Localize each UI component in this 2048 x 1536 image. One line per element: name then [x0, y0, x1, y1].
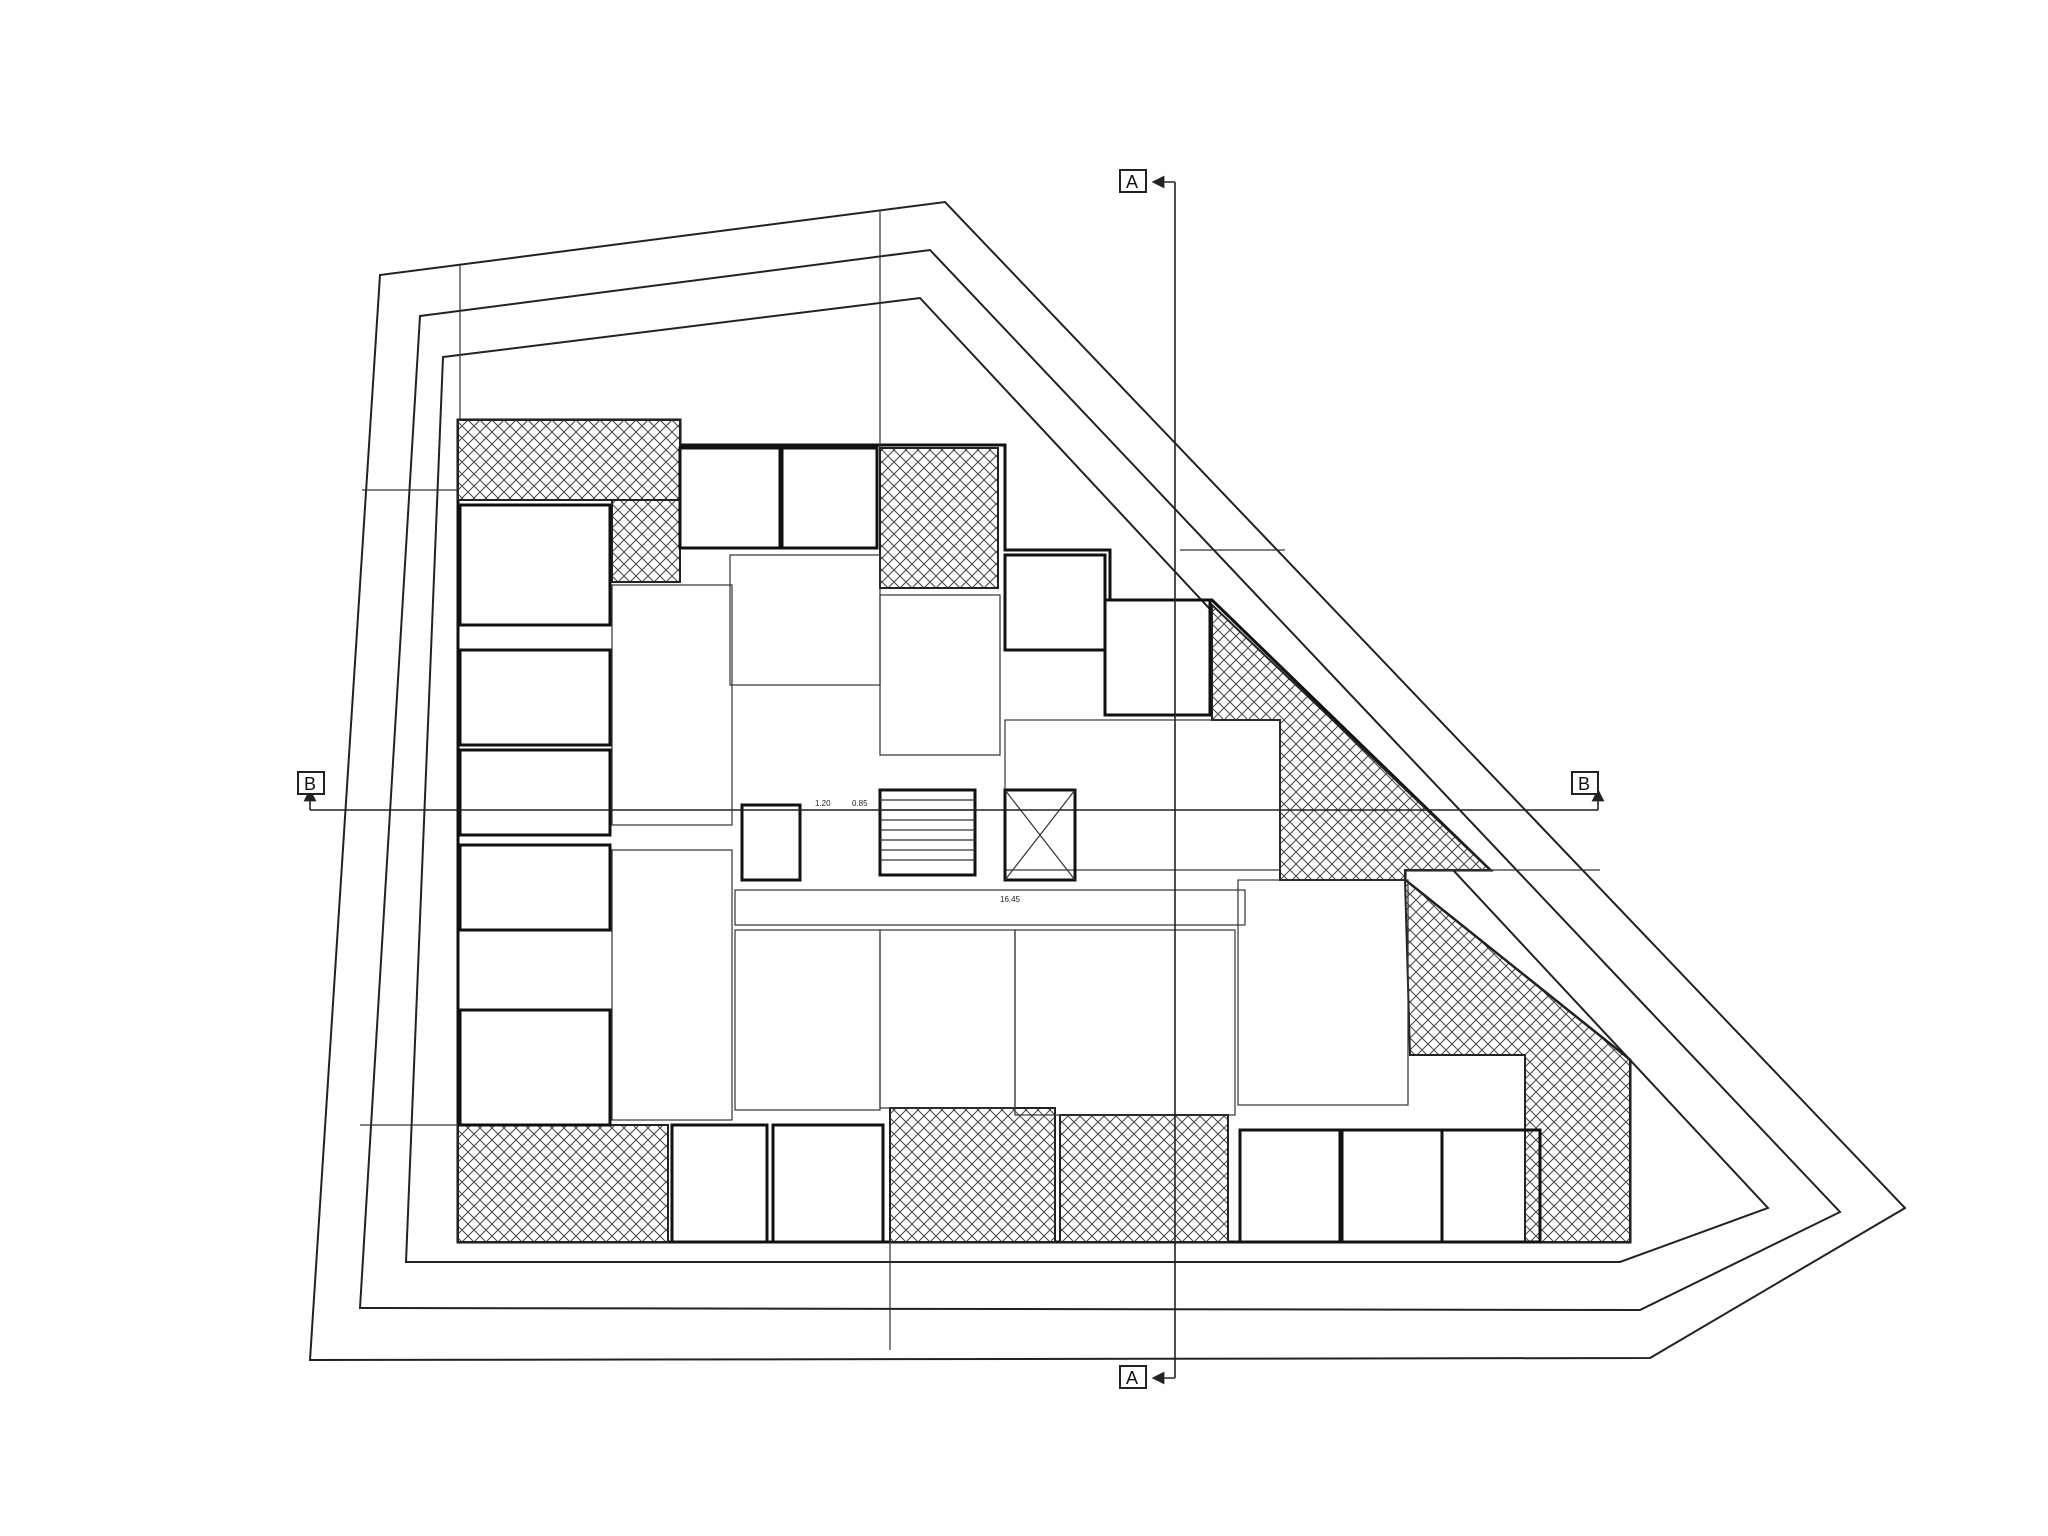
main-corridor: [734, 889, 1246, 926]
section-line-b: [303, 788, 1605, 811]
terrace-top-left-2: [611, 499, 681, 583]
interior-walls: [458, 446, 1542, 1244]
section-marker-a-bottom-label: A: [1126, 1368, 1138, 1388]
section-marker-a-top[interactable]: A: [1119, 169, 1147, 193]
elevator-shaft-2: [1003, 788, 1077, 882]
site-boundary: [308, 200, 1907, 1362]
stair-width-label-b: 0.85: [852, 799, 868, 808]
terrace-bottom-left: [457, 1124, 669, 1243]
terraces: [457, 419, 1631, 1243]
section-marker-b-right[interactable]: B: [1571, 771, 1599, 795]
stairwell: [878, 788, 977, 877]
section-line-a: [1151, 175, 1176, 1385]
dimension-lines: [360, 210, 1600, 1350]
terrace-right-lower: [1403, 877, 1631, 1243]
elevator-shaft: [740, 803, 802, 882]
terrace-right-upper: [1211, 602, 1493, 881]
terrace-bottom-center: [889, 1107, 1056, 1243]
terrace-top-left: [457, 419, 681, 501]
section-marker-a-bottom[interactable]: A: [1119, 1365, 1147, 1389]
section-marker-a-top-label: A: [1126, 172, 1138, 192]
stair-width-label-a: 1.20: [815, 799, 831, 808]
terrace-top-center: [879, 447, 999, 589]
section-marker-b-right-label: B: [1578, 774, 1590, 794]
stair-treads: [880, 789, 1076, 881]
section-marker-b-left-label: B: [304, 774, 316, 794]
corridor-length-label: 16.45: [1000, 895, 1021, 904]
section-marker-b-left[interactable]: B: [297, 771, 325, 795]
terrace-bottom-center-2: [1059, 1114, 1229, 1243]
